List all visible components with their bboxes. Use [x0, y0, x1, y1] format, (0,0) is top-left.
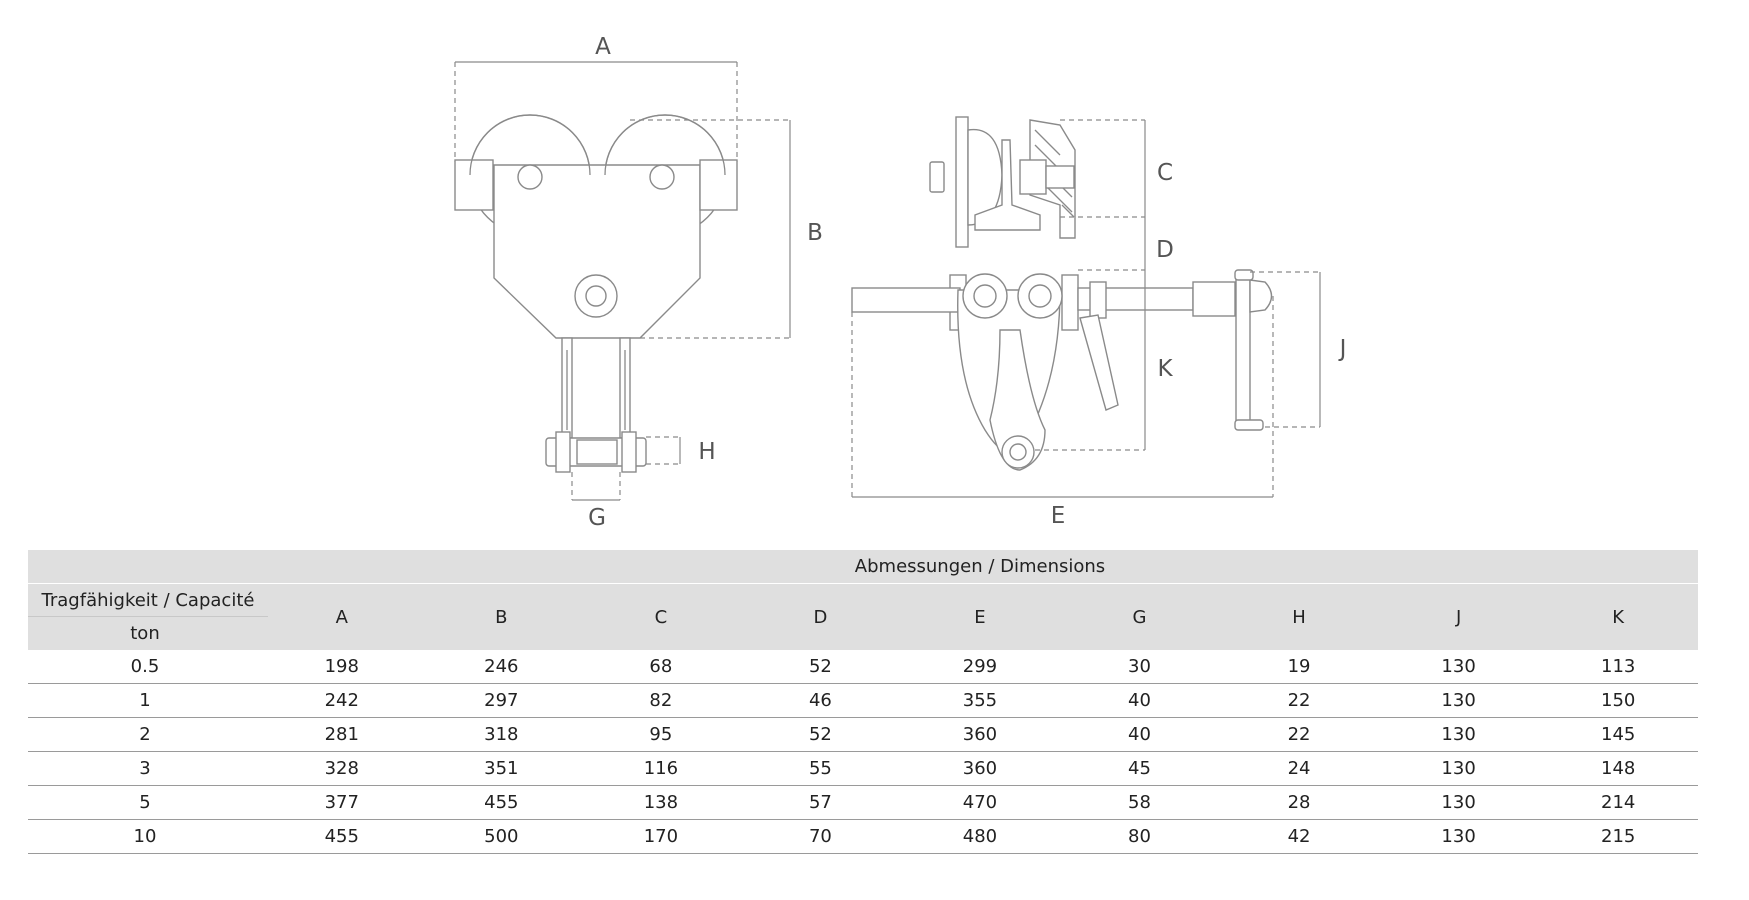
- trolley-technical-drawing: A B H: [454, 34, 1347, 531]
- table-cell: 0.5: [28, 650, 262, 684]
- side-view: C D K J E: [851, 116, 1347, 529]
- column-header-a: A: [262, 583, 422, 650]
- capacity-header-cell: Tragfähigkeit / Capacité: [28, 583, 268, 617]
- dim-label-b: B: [807, 220, 823, 246]
- table-unit-row: ton: [28, 617, 1698, 650]
- table-cell: 145: [1538, 717, 1698, 752]
- table-cell: 80: [1059, 819, 1220, 854]
- table-cell: 52: [740, 650, 901, 684]
- table-cell: 130: [1378, 717, 1539, 752]
- dim-label-g: G: [588, 505, 606, 531]
- table-cell: 113: [1538, 650, 1698, 684]
- table-body: 0.5 198 246 68 52 299 30 19 130 113 1 24…: [28, 650, 1698, 854]
- table-cell: 130: [1378, 785, 1539, 820]
- table-cell: 5: [28, 785, 262, 820]
- table-cell: 328: [262, 751, 422, 786]
- table-cell: 297: [421, 683, 582, 718]
- dim-label-k: K: [1157, 356, 1173, 382]
- table-cell: 40: [1059, 683, 1220, 718]
- column-header-g: G: [1059, 583, 1220, 650]
- dim-label-d: D: [1156, 237, 1174, 263]
- table-cell: 46: [740, 683, 901, 718]
- dimensions-group-header: Abmessungen / Dimensions: [262, 550, 1698, 584]
- table-cell: 455: [262, 819, 422, 854]
- table-cell: 318: [421, 717, 582, 752]
- dimensions-table: Abmessungen / Dimensions Tragfähigkeit /…: [28, 550, 1698, 854]
- table-cell: 351: [421, 751, 582, 786]
- dim-label-e: E: [1051, 503, 1066, 529]
- table-cell: 148: [1538, 751, 1698, 786]
- table-row: 1 242 297 82 46 355 40 22 130 150: [28, 683, 1698, 718]
- capacity-unit: ton: [28, 617, 262, 650]
- table-cell: 130: [1378, 683, 1539, 718]
- table-cell: 480: [900, 819, 1060, 854]
- table-cell: 40: [1059, 717, 1220, 752]
- table-cell: 299: [900, 650, 1060, 684]
- table-cell: 95: [581, 717, 741, 752]
- table-row: 5 377 455 138 57 470 58 28 130 214: [28, 785, 1698, 820]
- table-row: 3 328 351 116 55 360 45 24 130 148: [28, 751, 1698, 786]
- table-cell: 130: [1378, 650, 1539, 684]
- table-cell: 2: [28, 717, 262, 752]
- table-cell: 30: [1059, 650, 1220, 684]
- table-cell: 500: [421, 819, 582, 854]
- table-row: 10 455 500 170 70 480 80 42 130 215: [28, 819, 1698, 854]
- dim-label-j: J: [1338, 336, 1347, 362]
- table-cell: 360: [900, 717, 1060, 752]
- table-cell: 10: [28, 819, 262, 854]
- table-cell: 360: [900, 751, 1060, 786]
- table-cell: 170: [581, 819, 741, 854]
- table-corner: [28, 550, 262, 584]
- column-header-e: E: [900, 583, 1060, 650]
- table-cell: 22: [1219, 683, 1379, 718]
- table-row: 2 281 318 95 52 360 40 22 130 145: [28, 717, 1698, 752]
- table-cell: 116: [581, 751, 741, 786]
- capacity-header: Tragfähigkeit / Capacité: [28, 585, 268, 617]
- table-cell: 246: [421, 650, 582, 684]
- table-cell: 138: [581, 785, 741, 820]
- table-cell: 57: [740, 785, 901, 820]
- table-cell: 22: [1219, 717, 1379, 752]
- table-cell: 1: [28, 683, 262, 718]
- column-header-b: B: [421, 583, 582, 650]
- table-column-header-row: Tragfähigkeit / Capacité A B C D E G H J…: [28, 583, 1698, 650]
- table-cell: 130: [1378, 751, 1539, 786]
- table-cell: 150: [1538, 683, 1698, 718]
- dim-label-h: H: [698, 439, 715, 465]
- table-cell: 55: [740, 751, 901, 786]
- table-cell: 3: [28, 751, 262, 786]
- table-cell: 214: [1538, 785, 1698, 820]
- table-cell: 68: [581, 650, 741, 684]
- table-cell: 281: [262, 717, 422, 752]
- table-group-header-row: Abmessungen / Dimensions: [28, 550, 1698, 584]
- column-header-j: J: [1378, 583, 1539, 650]
- table-cell: 215: [1538, 819, 1698, 854]
- column-header-d: D: [740, 583, 901, 650]
- table-cell: 377: [262, 785, 422, 820]
- table-cell: 42: [1219, 819, 1379, 854]
- table-cell: 198: [262, 650, 422, 684]
- table-cell: 455: [421, 785, 582, 820]
- table-cell: 28: [1219, 785, 1379, 820]
- table-cell: 470: [900, 785, 1060, 820]
- dim-label-c: C: [1157, 160, 1173, 186]
- table-cell: 24: [1219, 751, 1379, 786]
- table-cell: 355: [900, 683, 1060, 718]
- table-cell: 82: [581, 683, 741, 718]
- front-view: A B H: [454, 34, 823, 531]
- column-header-c: C: [581, 583, 741, 650]
- column-header-h: H: [1219, 583, 1379, 650]
- table-cell: 58: [1059, 785, 1220, 820]
- table-row: 0.5 198 246 68 52 299 30 19 130 113: [28, 650, 1698, 684]
- table-cell: 130: [1378, 819, 1539, 854]
- table-cell: 70: [740, 819, 901, 854]
- table-cell: 45: [1059, 751, 1220, 786]
- column-header-k: K: [1538, 583, 1698, 650]
- table-cell: 242: [262, 683, 422, 718]
- table-cell: 19: [1219, 650, 1379, 684]
- dim-label-a: A: [595, 34, 611, 60]
- table-cell: 52: [740, 717, 901, 752]
